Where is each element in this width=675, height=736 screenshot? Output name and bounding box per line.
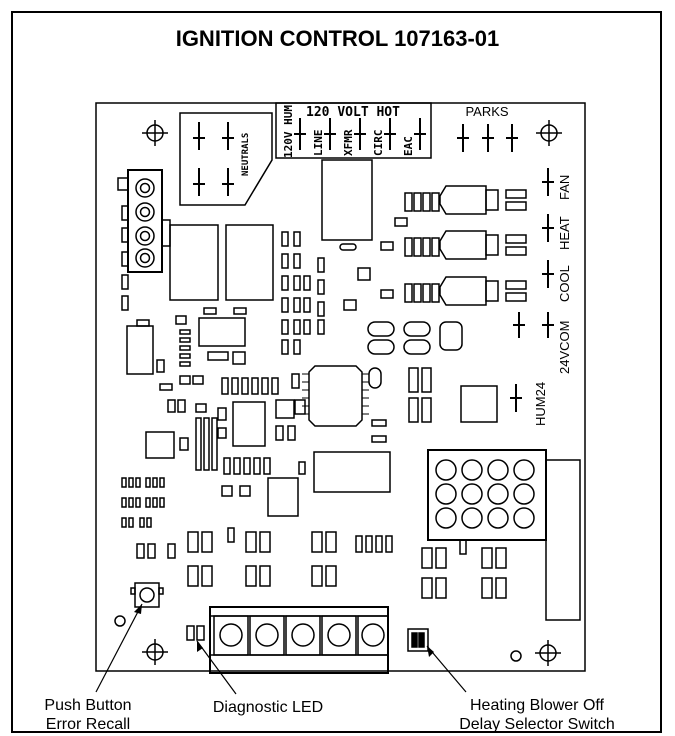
fan-label: FAN	[557, 175, 572, 200]
neutrals-label: NEUTRALS	[241, 133, 251, 176]
push-button-component	[130, 582, 164, 608]
mounting-hole	[535, 640, 561, 666]
diagnostic-led-label: Diagnostic LED	[213, 699, 323, 716]
diagnostic-led-component	[186, 625, 195, 641]
hot-terminal-block	[275, 102, 432, 159]
mounting-hole	[142, 120, 168, 146]
parks-label: PARKS	[465, 104, 508, 119]
terminal-label: 120V HUM	[282, 105, 295, 158]
hot-label: 120 VOLT HOT	[306, 105, 400, 120]
terminal-label: EAC	[402, 136, 415, 156]
relay	[321, 159, 373, 241]
mounting-hole	[142, 639, 168, 665]
push-button-label: Push Button	[44, 697, 131, 714]
connector-pins	[435, 459, 535, 529]
neutrals-block	[179, 112, 273, 206]
selector-switch-label: Heating Blower Off	[470, 697, 605, 714]
circuit-board	[95, 102, 586, 672]
terminal-strip	[209, 606, 389, 674]
relay	[225, 224, 274, 301]
cool-label: COOL	[557, 265, 572, 302]
diagram-frame	[11, 11, 662, 733]
diagram-title: IGNITION CONTROL 107163-01	[175, 26, 500, 51]
24vcom-label: 24VCOM	[557, 321, 572, 374]
delay-selector-switch	[407, 628, 429, 652]
error-recall-label: Error Recall	[46, 716, 130, 733]
terminal-label: LINE	[312, 130, 325, 157]
relay	[169, 224, 219, 301]
terminal-label: XFMR	[342, 129, 355, 156]
terminal-label: CIRC	[372, 130, 385, 157]
microcontroller	[308, 365, 363, 427]
heat-label: HEAT	[557, 216, 572, 250]
hum24-label: HUM24	[533, 382, 548, 426]
selector-switch-label-2: Delay Selector Switch	[459, 716, 615, 733]
mounting-hole	[536, 120, 562, 146]
